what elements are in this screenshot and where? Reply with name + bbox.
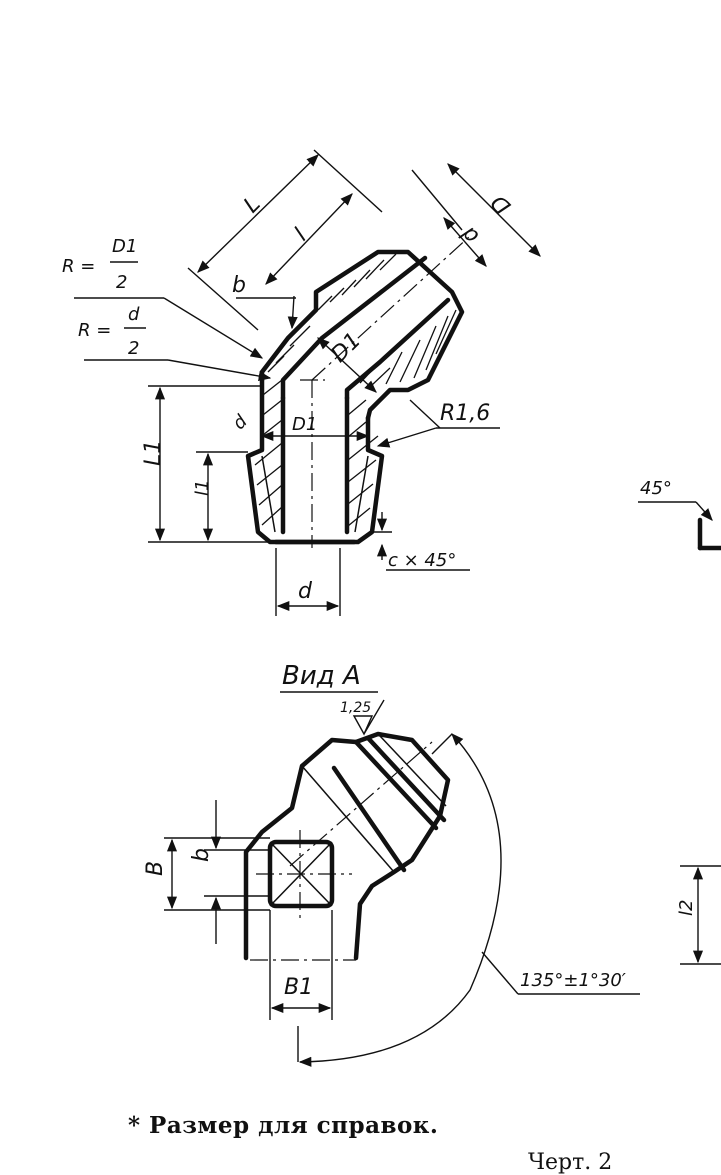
dim-b-view-label: b: [189, 848, 214, 862]
dim-L-label: L: [239, 192, 265, 218]
R-d-denominator: 2: [128, 338, 139, 359]
view-a: Вид А 1,25 B b: [143, 661, 640, 1067]
view-a-title: Вид А: [282, 661, 361, 691]
dim-line-L: [197, 154, 319, 273]
angle-45-label: 45°: [640, 478, 672, 499]
leader-R-D1: [163, 297, 264, 359]
section-view: L l D d b D1 D1 d R = D1 2 R = d: [62, 149, 541, 616]
ext-line-L-right: [313, 149, 383, 213]
R-d-prefix: R =: [78, 320, 111, 341]
dim-B-label: B: [143, 861, 168, 876]
dim-line-d-upper: [443, 217, 487, 267]
angle-arc: [298, 733, 502, 1067]
chamfer-label: c × 45°: [388, 550, 456, 571]
dim-L1-label: L1: [141, 440, 166, 466]
lower-bore: [280, 395, 350, 535]
dim-line-D: [447, 163, 541, 257]
R-D1-prefix: R =: [62, 256, 95, 277]
leader-R16: [376, 427, 437, 448]
dim-line-l: [265, 193, 353, 285]
angle-45-leader: [695, 501, 713, 521]
hatching-lower: [254, 379, 379, 527]
dim-D1-diag-label: D1: [327, 328, 367, 368]
dim-D-label: D: [486, 189, 516, 219]
angle-label: 135°±1°30′: [520, 970, 626, 991]
dim-l1-label: l1: [192, 480, 213, 496]
footnote: * Размер для справок.: [128, 1112, 439, 1139]
ext-line-D: [411, 169, 463, 231]
dim-alpha-mark: d: [229, 411, 252, 434]
angle-leader: [481, 951, 519, 995]
dim-B1-label: B1: [284, 975, 313, 1000]
thread-root-left: [261, 455, 276, 533]
right-partial-view: 45° l2: [638, 478, 721, 965]
R-d-numerator: d: [128, 304, 140, 325]
leader-b-arrow: [287, 295, 298, 330]
dim-d-bottom-label: d: [298, 579, 313, 604]
leader-R16-upper: [409, 399, 441, 429]
angle-ext-line-upper: [431, 733, 453, 755]
dim-line-D1-diag: [317, 337, 377, 393]
ext-line-L-left: [187, 267, 259, 331]
dim-l-label: l: [290, 224, 312, 246]
continuation-label: Черт. 2: [528, 1150, 613, 1175]
R-D1-numerator: D1: [112, 236, 137, 257]
roughness-symbol: [352, 699, 385, 736]
dim-l2-label: l2: [676, 900, 697, 916]
leader-R-d: [167, 359, 272, 381]
view-a-body-outline: [243, 731, 451, 961]
dim-D1-horiz-label: D1: [292, 414, 317, 435]
lower-body-outline: [245, 377, 385, 545]
R-D1-denominator: 2: [116, 272, 127, 293]
R16-label: R1,6: [440, 401, 490, 426]
dim-b-label: b: [232, 273, 246, 298]
roughness-value: 1,25: [340, 700, 371, 716]
